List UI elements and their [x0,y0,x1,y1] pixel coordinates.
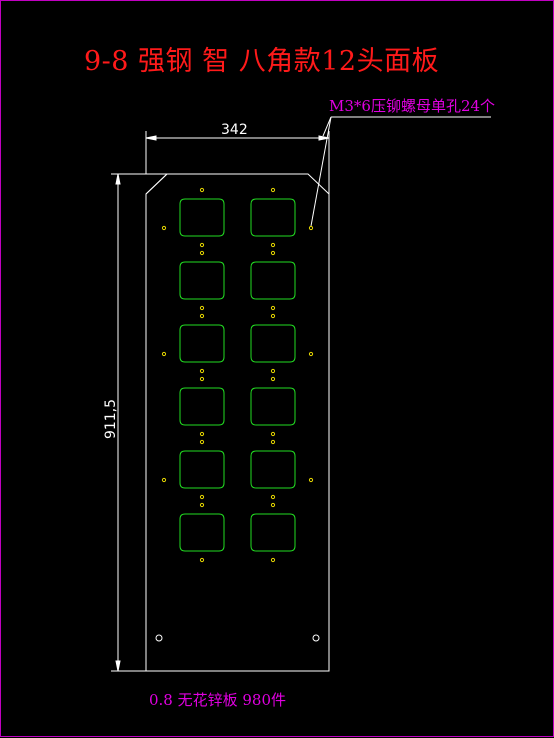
hole-top-r2-c1 [199,250,205,256]
cutout-r3-c1 [179,324,225,363]
hole-bottom-r5-c1 [199,494,205,500]
hole-bottom-r1-c1 [199,242,205,248]
width-dimension [145,131,330,194]
cutout-r6-c1 [179,513,225,552]
side-hole-right-2 [308,351,314,357]
hole-bottom-r2-c1 [199,305,205,311]
note-leader [310,116,491,227]
hole-group [161,187,314,563]
cutout-r1-c2 [250,198,296,237]
hole-bottom-r3-c2 [270,368,276,374]
cutout-r1-c1 [179,198,225,237]
height-dimension [111,173,167,672]
hole-top-r5-c1 [199,439,205,445]
hole-top-r3-c2 [270,313,276,319]
cutout-r2-c2 [250,261,296,300]
side-hole-left-2 [161,351,167,357]
hole-top-r3-c1 [199,313,205,319]
hole-bottom-r4-c2 [270,431,276,437]
hole-top-r4-c2 [270,376,276,382]
mount-hole-right [312,634,320,642]
material-note: 0.8 无花锌板 980件 [149,691,287,709]
hole-top-r1-c2 [270,187,276,193]
cutout-group [179,198,296,552]
cutout-r6-c2 [250,513,296,552]
mount-hole-left [155,634,163,642]
drawing-title: 9-8 强钢 智 八角款12头面板 [84,46,440,77]
side-hole-right-3 [308,477,314,483]
hole-bottom-r1-c2 [270,242,276,248]
hole-bottom-r6-c2 [270,557,276,563]
hole-bottom-r4-c1 [199,431,205,437]
hole-top-r2-c2 [270,250,276,256]
side-hole-left-1 [161,225,167,231]
hole-top-r1-c1 [199,187,205,193]
width-dimension-label: 342 [221,122,248,138]
hole-bottom-r3-c1 [199,368,205,374]
cutout-r4-c1 [179,387,225,426]
hole-bottom-r5-c2 [270,494,276,500]
hole-top-r5-c2 [270,439,276,445]
side-hole-right-1 [308,225,314,231]
height-dimension-label: 911,5 [103,398,119,440]
hole-top-r6-c1 [199,502,205,508]
hole-bottom-r6-c1 [199,557,205,563]
cutout-r4-c2 [250,387,296,426]
hole-top-r6-c2 [270,502,276,508]
cutout-r3-c2 [250,324,296,363]
panel-outline [145,173,330,672]
cutout-r2-c1 [179,261,225,300]
hole-top-r4-c1 [199,376,205,382]
hole-bottom-r2-c2 [270,305,276,311]
side-hole-left-3 [161,477,167,483]
cutout-r5-c1 [179,450,225,489]
fastener-note: M3*6压铆螺母单孔24个 [329,97,496,115]
cutout-r5-c2 [250,450,296,489]
chamfer-left [145,173,168,195]
